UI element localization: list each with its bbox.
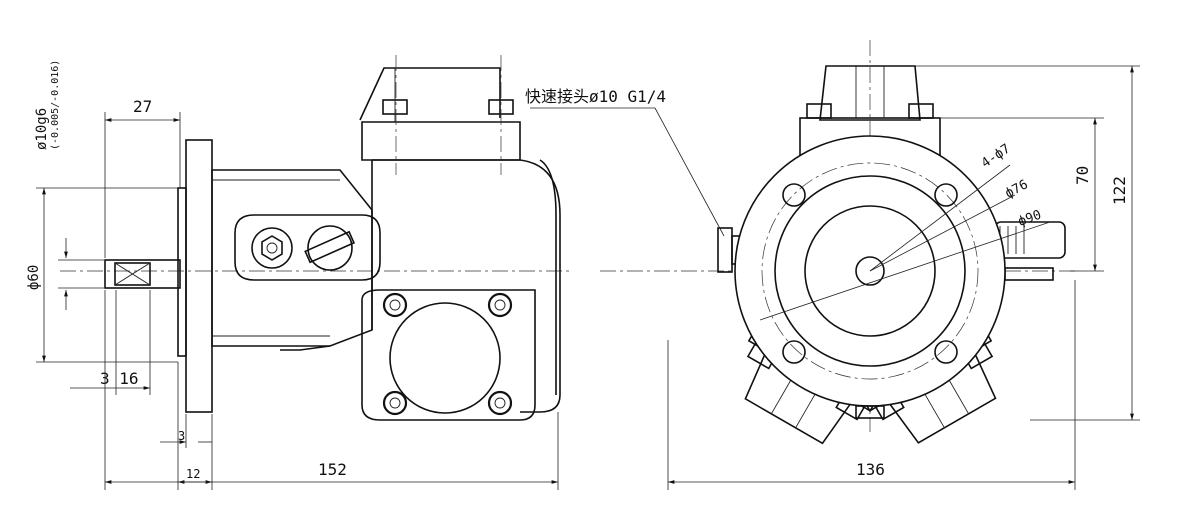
side-view: 27 ø10g6 (-0.005/-0.016) ф60 3 16 3 12 1… <box>26 55 570 490</box>
cylinder-head <box>389 302 501 414</box>
dim-136-label: 136 <box>856 460 885 479</box>
front-top-bolt-right <box>908 103 934 119</box>
dim-27-label: 27 <box>133 97 152 116</box>
cyl-bolt-3 <box>382 390 408 416</box>
shaft-key <box>114 262 151 286</box>
hub-ring <box>804 205 936 337</box>
dim-90-label: ф90 <box>1016 208 1043 230</box>
dim-shaft-tol-label: (-0.005/-0.016) <box>50 60 61 150</box>
muffler <box>994 221 1066 259</box>
valve-knob <box>307 225 353 271</box>
cyl-bolt-2 <box>487 292 513 318</box>
cyl-bolt-1 <box>382 292 408 318</box>
dim-152-label: 152 <box>318 460 347 479</box>
threaded-fitting <box>1004 267 1054 281</box>
cyl-bolt-4 <box>487 390 513 416</box>
valve-plate <box>234 214 381 281</box>
leader-90 <box>759 221 1051 321</box>
dim-3-label: 3 <box>178 429 185 443</box>
callout-leader <box>654 107 725 237</box>
mounting-flange <box>185 139 213 413</box>
dim-76-label: ф76 <box>1003 177 1031 201</box>
upper-housing <box>359 67 501 121</box>
cylinder-block <box>361 289 536 421</box>
dim-shaft-dia-label: ø10g6 <box>34 108 50 150</box>
flange-spigot <box>177 187 187 357</box>
dim-70-label: 70 <box>1073 166 1092 185</box>
bolt-circle <box>761 162 979 380</box>
main-case <box>372 159 561 413</box>
mount-hole-2 <box>934 183 958 207</box>
mount-hole-1 <box>782 183 806 207</box>
leader-76 <box>869 194 1016 272</box>
dim-60-label: ф60 <box>26 265 42 290</box>
leader-holes <box>869 164 1011 272</box>
front-view: 4-ф7 ф76 ф90 快速接头ø10 G1/4 70 122 136 <box>525 40 1140 490</box>
top-bolt-left <box>382 99 408 115</box>
shaft-end <box>855 256 885 286</box>
shaft <box>104 259 181 289</box>
quick-connector <box>717 227 733 273</box>
hex-icon <box>261 235 283 261</box>
mount-hole-3 <box>782 340 806 364</box>
callout-quick-connector-label: 快速接头ø10 G1/4 <box>525 87 666 106</box>
dim-122-label: 122 <box>1110 176 1129 205</box>
pilot-ring <box>774 175 966 367</box>
front-top-bolt-left <box>806 103 832 119</box>
hex-plug <box>251 227 293 269</box>
mount-hole-4 <box>934 340 958 364</box>
dim-12-label: 12 <box>186 467 200 481</box>
motor-body <box>211 169 373 347</box>
drain-plug <box>855 405 885 419</box>
dim-3-16-label: 3 16 <box>100 369 139 388</box>
